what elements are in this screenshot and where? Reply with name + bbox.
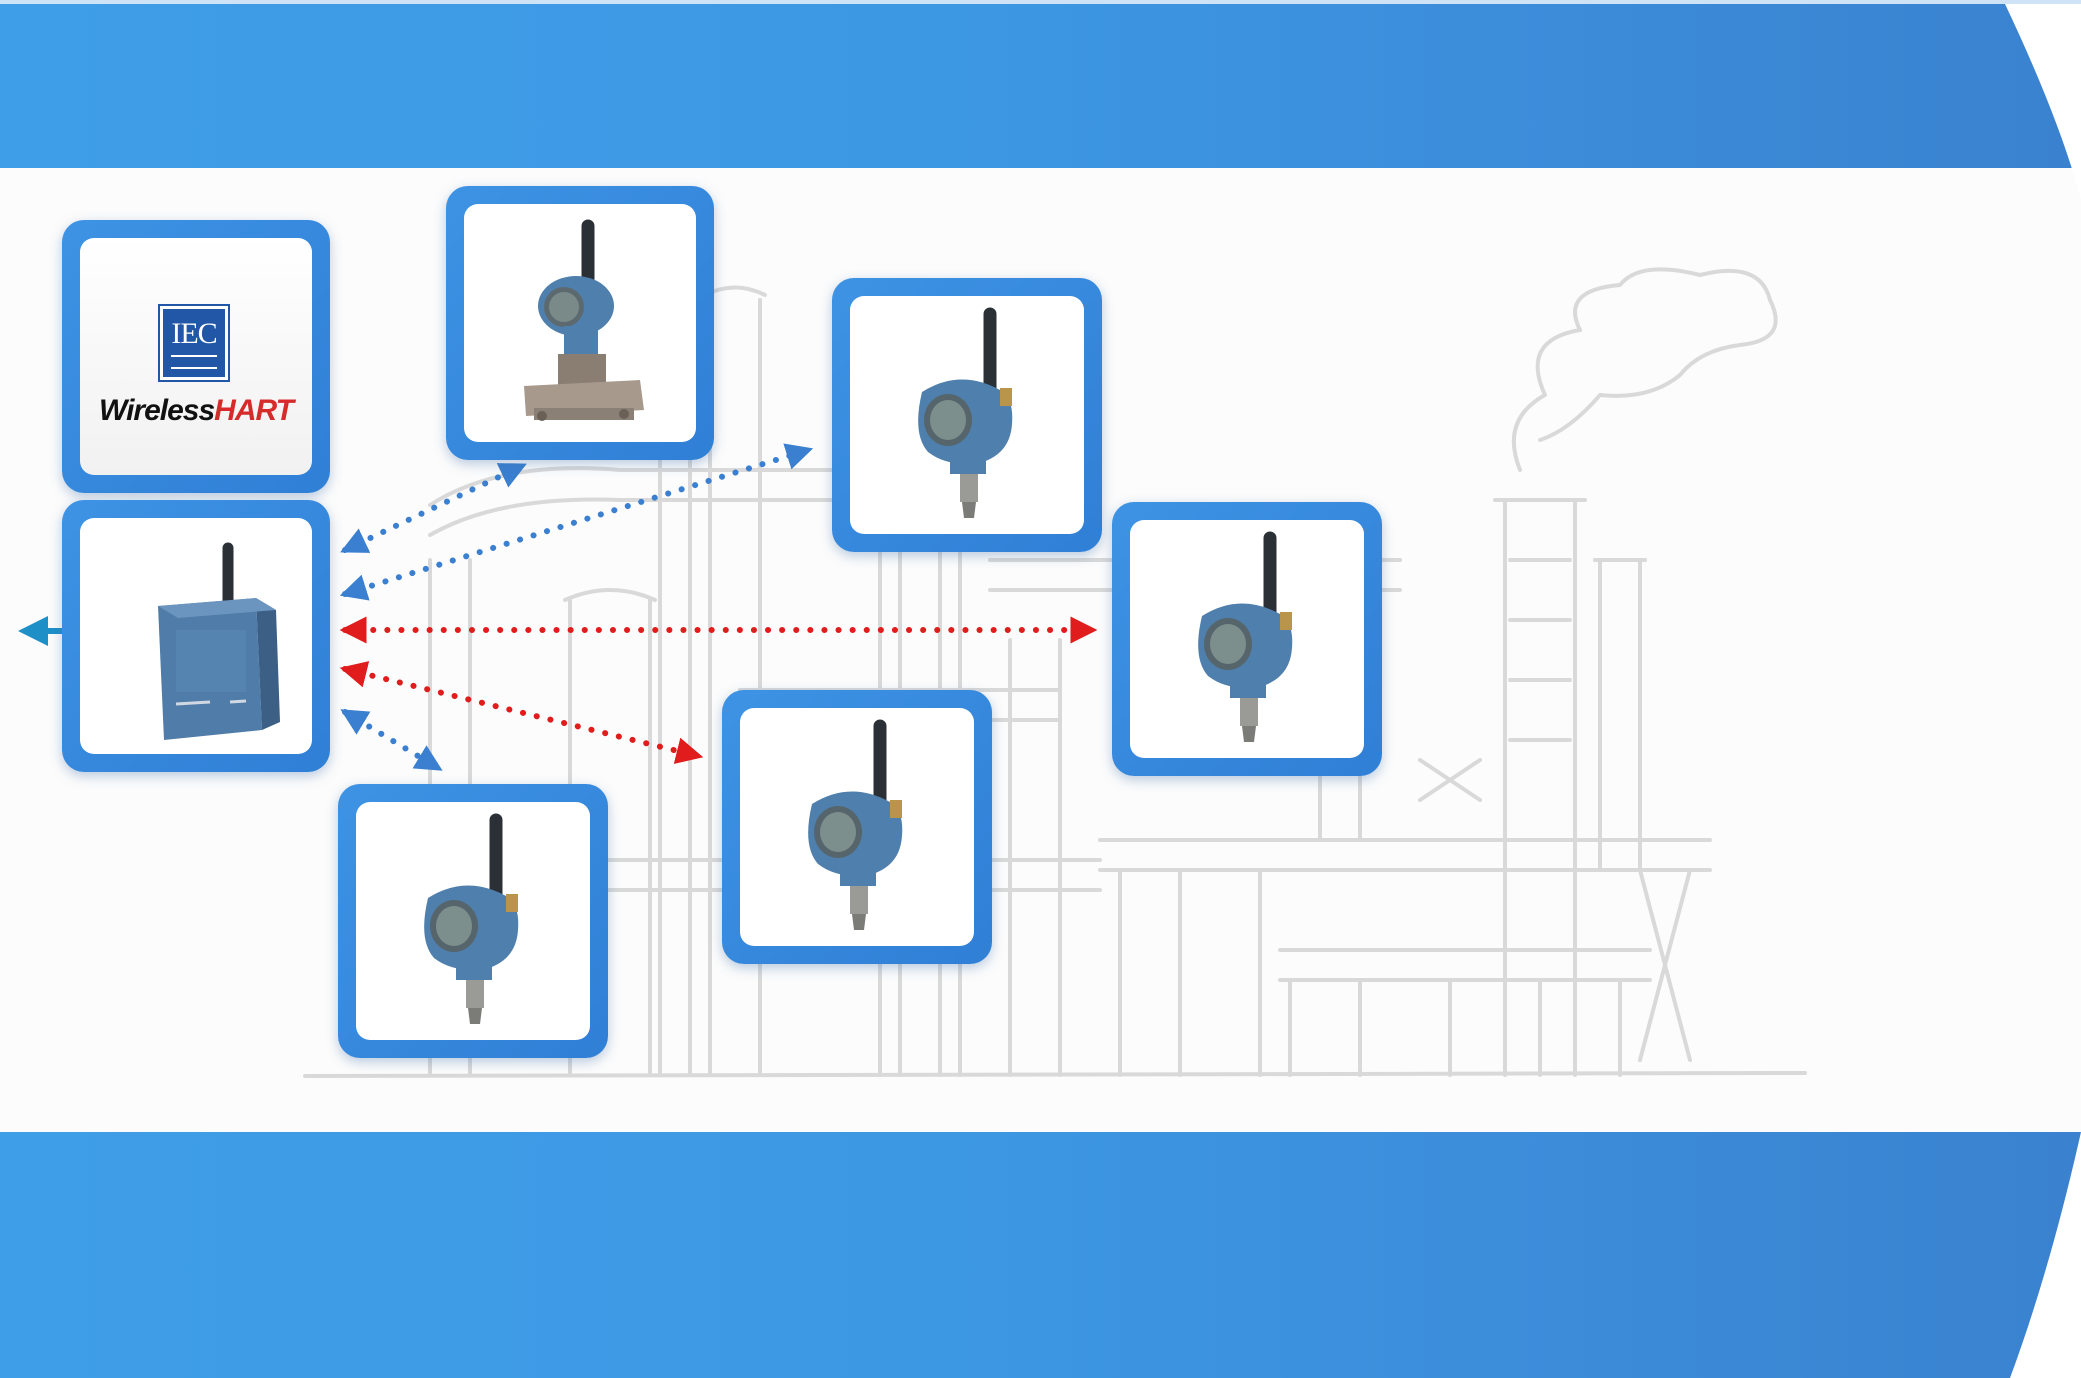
- iec-label: IEC: [163, 317, 225, 351]
- transmitter-c-card[interactable]: [722, 690, 992, 964]
- link-transmitter-d: [345, 712, 438, 768]
- wirelesshart-logo: IEC WirelessHART: [80, 238, 312, 475]
- dp-transmitter-icon: [464, 204, 696, 442]
- transmitter-d-icon: [356, 802, 590, 1040]
- wirelesshart-wordmark: WirelessHART: [80, 394, 312, 428]
- transmitter-d-card[interactable]: [338, 784, 608, 1058]
- transmitter-a-card[interactable]: [832, 278, 1102, 552]
- wirelesshart-logo-card: IEC WirelessHART: [62, 220, 330, 493]
- transmitter-a-icon: [850, 296, 1084, 534]
- transmitter-c-icon: [740, 708, 974, 946]
- iec-logo: IEC: [160, 306, 228, 380]
- link-transmitter-c: [345, 669, 698, 756]
- dp-transmitter-card[interactable]: [446, 186, 714, 460]
- gateway-icon: [80, 518, 312, 754]
- transmitter-b-icon: [1130, 520, 1364, 758]
- transmitter-b-card[interactable]: [1112, 502, 1382, 776]
- gateway-card[interactable]: [62, 500, 330, 772]
